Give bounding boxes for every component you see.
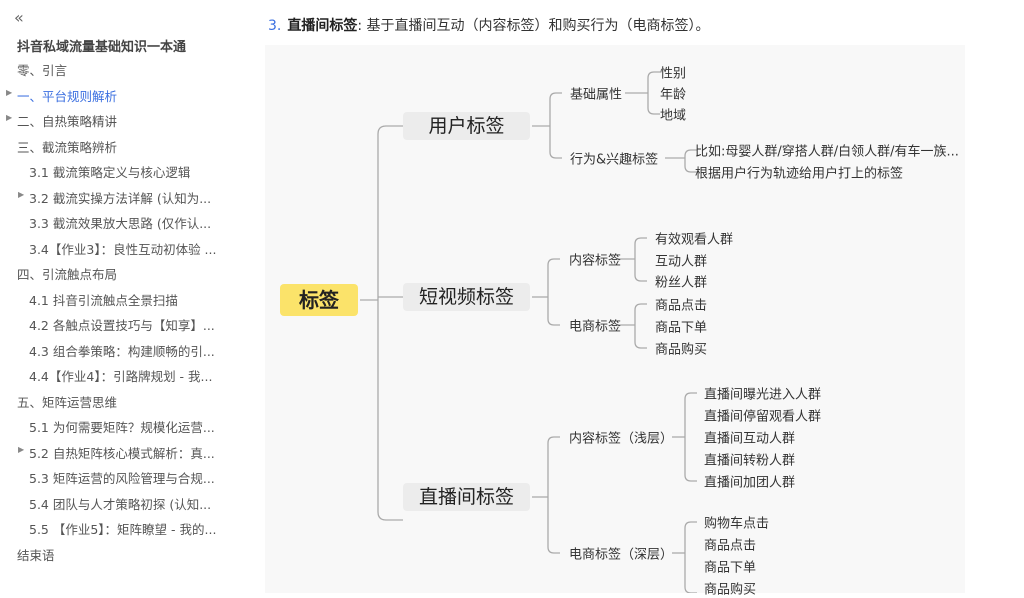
leaf-node: 直播间曝光进入人群 (704, 387, 822, 403)
outline-item[interactable]: 4.2 各触点设置技巧与【知享】... (29, 318, 215, 333)
outline-item[interactable]: 五、矩阵运营思维 (17, 394, 118, 410)
leaf-node: 地域 (660, 108, 687, 124)
leaf-node: 粉丝人群 (655, 275, 708, 291)
outline-item[interactable]: 二、自热策略精讲 (17, 114, 118, 129)
outline-item[interactable]: 5.1 为何需要矩阵？规模化运营... (29, 420, 215, 435)
outline-title: 抖音私域流量基础知识一本通 (17, 40, 187, 55)
leaf-node: 互动人群 (655, 254, 708, 269)
outline-item[interactable]: 4.3 组合拳策略：构建顺畅的引... (29, 343, 215, 359)
outline-item[interactable]: 3.1 截流策略定义与核心逻辑 (29, 165, 191, 180)
node-live-tags: 直播间标签 (403, 483, 530, 511)
outline-item[interactable]: 5.5 【作业5】：矩阵瞭望 - 我的... (29, 522, 217, 537)
leaf-node: 直播间互动人群 (704, 431, 796, 447)
node-behavior-interest-tags: 行为&兴趣标签 (570, 152, 659, 168)
leaf-node: 年龄 (660, 87, 687, 103)
node-user-tags: 用户标签 (403, 112, 530, 140)
leaf-node: 商品购买 (704, 582, 757, 598)
outline-item[interactable]: 5.3 矩阵运营的风险管理与合规... (29, 471, 215, 486)
outline-item[interactable]: 5.4 团队与人才策略初探 (认知... (29, 496, 212, 512)
expand-triangle-icon[interactable]: ▶ (6, 87, 13, 97)
outline-item[interactable]: 5.2 自热矩阵核心模式解析：真... (29, 445, 215, 461)
node-video-tags: 短视频标签 (403, 283, 530, 311)
node-live-content-tags: 内容标签（浅层） (569, 431, 674, 447)
leaf-node: 比如:母婴人群/穿搭人群/白领人群/有车一族... (695, 144, 959, 160)
leaf-node: 商品下单 (655, 320, 708, 336)
expand-triangle-icon[interactable]: ▶ (18, 444, 25, 454)
sidebar-outline: « 抖音私域流量基础知识一本通 零、引言 ▶ 一、平台规则解析 ▶ 二、自热策略精讲三、… (0, 0, 235, 593)
collapse-sidebar-icon[interactable]: « (14, 8, 24, 27)
leaf-node: 性别 (660, 66, 687, 82)
leaf-node: 有效观看人群 (655, 232, 734, 248)
mindmap-connectors (360, 71, 697, 593)
outline-item[interactable]: 3.4【作业3】：良性互动初体验 ... (29, 241, 217, 257)
leaf-node: 根据用户行为轨迹给用户打上的标签 (695, 166, 904, 182)
leaf-node: 购物车点击 (704, 516, 770, 532)
mindmap-image: 标签 用户标签 短视频标签 直播间标签 基础属性行为&兴趣标签 性别年龄地域比如:… (265, 45, 965, 598)
outline-item[interactable]: 三、截流策略辨析 (17, 139, 118, 155)
node-ecommerce-tags: 电商标签 (569, 319, 622, 335)
outline-item[interactable]: 四、引流触点布局 (17, 267, 118, 282)
outline-item[interactable]: 3.3 截流效果放大思路 (仅作认... (29, 216, 212, 231)
leaf-node: 直播间转粉人群 (704, 453, 796, 469)
leaf-node: 商品点击 (704, 538, 757, 554)
leaf-node: 商品购买 (655, 342, 708, 358)
leaf-node: 直播间停留观看人群 (704, 409, 822, 425)
leaf-node: 商品下单 (704, 560, 757, 576)
node-live-ecommerce-tags: 电商标签（深层） (569, 547, 674, 563)
mindmap-root: 标签 (280, 284, 358, 316)
outline-item[interactable]: 4.1 抖音引流触点全景扫描 (29, 292, 178, 308)
outline-item[interactable]: 4.4【作业4】：引路牌规划 - 我... (29, 369, 213, 384)
expand-triangle-icon[interactable]: ▶ (18, 189, 25, 199)
leaf-node: 商品点击 (655, 298, 708, 314)
outline-item[interactable]: 结束语 (17, 547, 55, 563)
outline-item[interactable]: 3.2 截流实操方法详解 (认知为... (29, 190, 212, 206)
node-basic-attributes: 基础属性 (570, 87, 623, 103)
outline-item[interactable]: 一、平台规则解析 (17, 88, 118, 104)
list-item-3: 3.直播间标签: 基于直播间互动（内容标签）和购买行为（电商标签）。 (268, 18, 710, 34)
node-content-tags: 内容标签 (569, 253, 622, 269)
expand-triangle-icon[interactable]: ▶ (6, 113, 13, 122)
leaf-node: 直播间加团人群 (704, 475, 796, 491)
outline-item[interactable]: 零、引言 (17, 63, 68, 78)
